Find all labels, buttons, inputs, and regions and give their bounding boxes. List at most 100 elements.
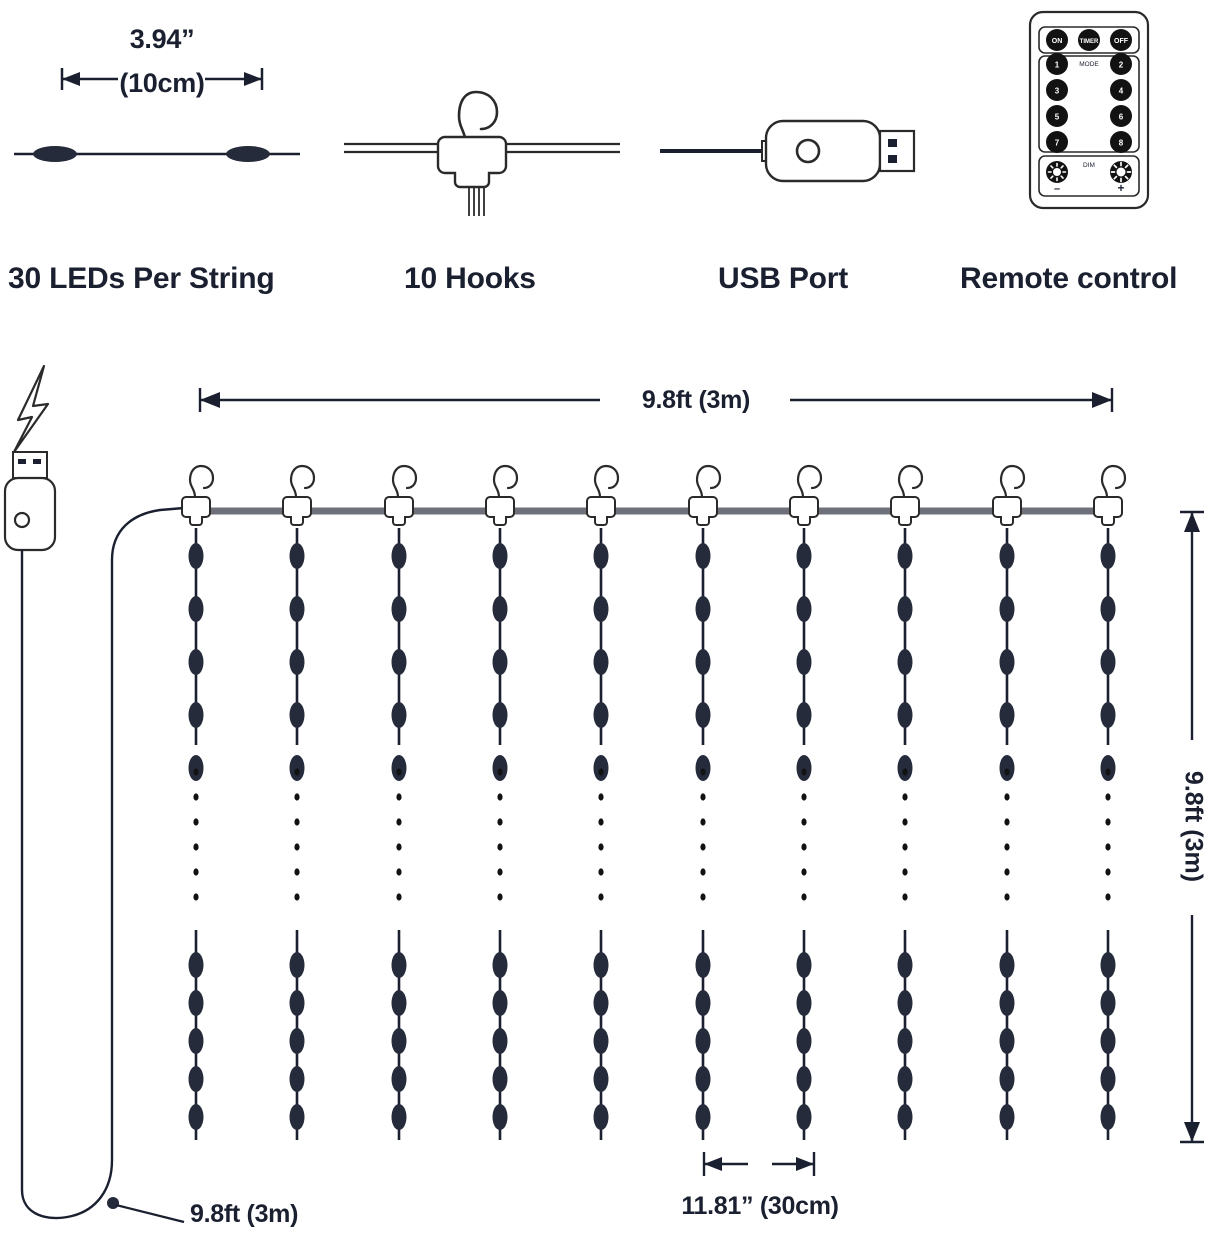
strand-continuation-dot [902, 843, 908, 851]
led-bead [897, 1066, 913, 1092]
strand-continuation-dot [700, 768, 706, 776]
led-bead [796, 990, 812, 1016]
strand-continuation-dot [801, 768, 807, 776]
remote-dim-label: DIM [1083, 162, 1095, 169]
led-bead [796, 649, 812, 675]
led-bead [593, 755, 609, 781]
width-dimension-label: 9.8ft (3m) [641, 386, 751, 414]
strand-continuation-dot [497, 793, 503, 801]
led-strand [586, 464, 620, 1140]
strand-spacing-label: 11.81” (30cm) [681, 1192, 839, 1220]
strand-continuation-dot [1105, 818, 1111, 826]
led-strand [384, 464, 418, 1140]
strand-continuation-dot [598, 868, 604, 876]
strand-continuation-dot [598, 768, 604, 776]
strand-continuation-dot [497, 818, 503, 826]
led-bead [289, 1104, 305, 1130]
led-strand [789, 464, 823, 1140]
led-strand [688, 464, 722, 1140]
strand-continuation-dot [801, 868, 807, 876]
led-bead [188, 649, 204, 675]
feature-label-usb: USB Port [718, 262, 849, 295]
strand-continuation-dot [193, 793, 199, 801]
strand-continuation-dot [193, 868, 199, 876]
strand-continuation-dot [598, 843, 604, 851]
led-bead [289, 702, 305, 728]
led-bead [188, 596, 204, 622]
remote-on-label: ON [1052, 38, 1063, 45]
strand-continuation-dot [1105, 793, 1111, 801]
strand-continuation-dot [700, 843, 706, 851]
led-bead [695, 990, 711, 1016]
led-bead [695, 755, 711, 781]
curtain-strands [181, 464, 1127, 1140]
height-dimension-label: 9.8ft (3m) [1179, 770, 1208, 883]
led-bead [33, 146, 77, 162]
feature-label-leds: 30 LEDs Per String [8, 262, 275, 295]
led-bead [188, 990, 204, 1016]
strand-continuation-dot [497, 868, 503, 876]
cable-length-label: 9.8ft (3m) [190, 1200, 299, 1228]
led-bead [188, 1066, 204, 1092]
strand-continuation-dot [497, 893, 503, 901]
led-bead [999, 543, 1015, 569]
led-bead [897, 596, 913, 622]
led-bead [289, 952, 305, 978]
strand-continuation-dot [801, 818, 807, 826]
strand-continuation-dot [801, 843, 807, 851]
led-bead [391, 1104, 407, 1130]
led-bead [796, 952, 812, 978]
remote-timer-label: TIMER [1080, 39, 1099, 45]
led-bead [492, 1104, 508, 1130]
led-bead [897, 1028, 913, 1054]
strand-continuation-dot [1105, 843, 1111, 851]
strand-continuation-dot [1004, 843, 1010, 851]
led-bead [492, 1028, 508, 1054]
led-bead [695, 596, 711, 622]
dim-minus-label: – [1054, 183, 1060, 195]
led-bead [796, 1028, 812, 1054]
hook-icon [1093, 464, 1127, 526]
led-bead [492, 990, 508, 1016]
led-bead [593, 1066, 609, 1092]
led-strand [992, 464, 1026, 1140]
led-bead [999, 649, 1015, 675]
strand-continuation-dot [1004, 893, 1010, 901]
strand-continuation-dot [1004, 818, 1010, 826]
hook-icon [282, 464, 316, 526]
led-bead [289, 543, 305, 569]
feature-label-hooks: 10 Hooks [404, 262, 536, 295]
strand-continuation-dot [902, 793, 908, 801]
led-bead [593, 702, 609, 728]
cable-length-leader [115, 1203, 185, 1224]
led-bead [999, 952, 1015, 978]
strand-continuation-dot [801, 793, 807, 801]
led-bead [593, 952, 609, 978]
led-bead [1100, 952, 1116, 978]
hook-icon [181, 464, 215, 526]
led-bead [695, 1028, 711, 1054]
led-bead [695, 702, 711, 728]
led-bead [593, 649, 609, 675]
dim-up-icon [1110, 161, 1132, 183]
led-bead [1100, 702, 1116, 728]
strand-continuation-dot [1105, 768, 1111, 776]
led-bead [999, 702, 1015, 728]
led-bead [492, 755, 508, 781]
led-bead [492, 649, 508, 675]
strand-continuation-dot [598, 818, 604, 826]
led-bead [999, 596, 1015, 622]
led-bead [1100, 543, 1116, 569]
remote-control-icon: ON TIMER OFF MODE 1 2 3 4 5 6 7 8 DIM [1028, 10, 1150, 210]
led-strand [181, 464, 215, 1140]
led-bead [391, 952, 407, 978]
hook-icon [688, 464, 722, 526]
led-bead [188, 1104, 204, 1130]
led-bead [1100, 755, 1116, 781]
led-bead [999, 1028, 1015, 1054]
led-bead [897, 543, 913, 569]
led-bead [492, 952, 508, 978]
usb-cable [20, 506, 185, 1220]
